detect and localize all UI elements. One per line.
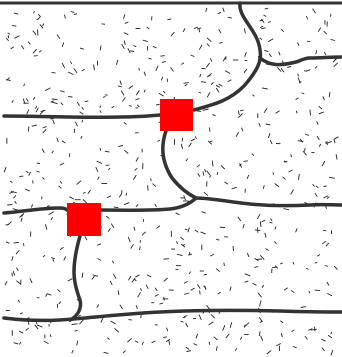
speckle-mark: [139, 68, 140, 71]
speckle-mark: [34, 11, 35, 13]
speckle-mark: [19, 176, 23, 177]
speckle-mark: [102, 24, 106, 25]
speckle-mark: [298, 74, 299, 77]
speckle-mark: [209, 342, 210, 345]
speckle-mark: [34, 56, 38, 57]
junction-marker-lower: [67, 203, 101, 236]
speckle-mark: [209, 128, 210, 132]
speckle-mark: [12, 273, 13, 277]
junction-marker-upper: [160, 99, 193, 131]
speckle-mark: [164, 259, 170, 260]
speckle-mark: [217, 172, 218, 175]
speckle-mark: [52, 99, 58, 100]
speckle-mark: [201, 82, 206, 83]
speckle-mark: [68, 97, 72, 98]
speckle-mark: [315, 290, 320, 291]
speckle-mark: [164, 297, 165, 301]
speckle-mark: [315, 327, 316, 332]
speckle-mark: [323, 186, 326, 187]
speckle-mark: [28, 127, 29, 132]
speckle-mark: [148, 185, 149, 190]
speckle-mark: [233, 246, 234, 251]
speckle-mark: [273, 172, 274, 174]
speckle-mark: [305, 148, 306, 152]
speckle-mark: [182, 138, 183, 141]
speckle-mark: [114, 207, 119, 208]
speckle-mark: [160, 56, 164, 57]
speckle-mark: [244, 161, 248, 162]
